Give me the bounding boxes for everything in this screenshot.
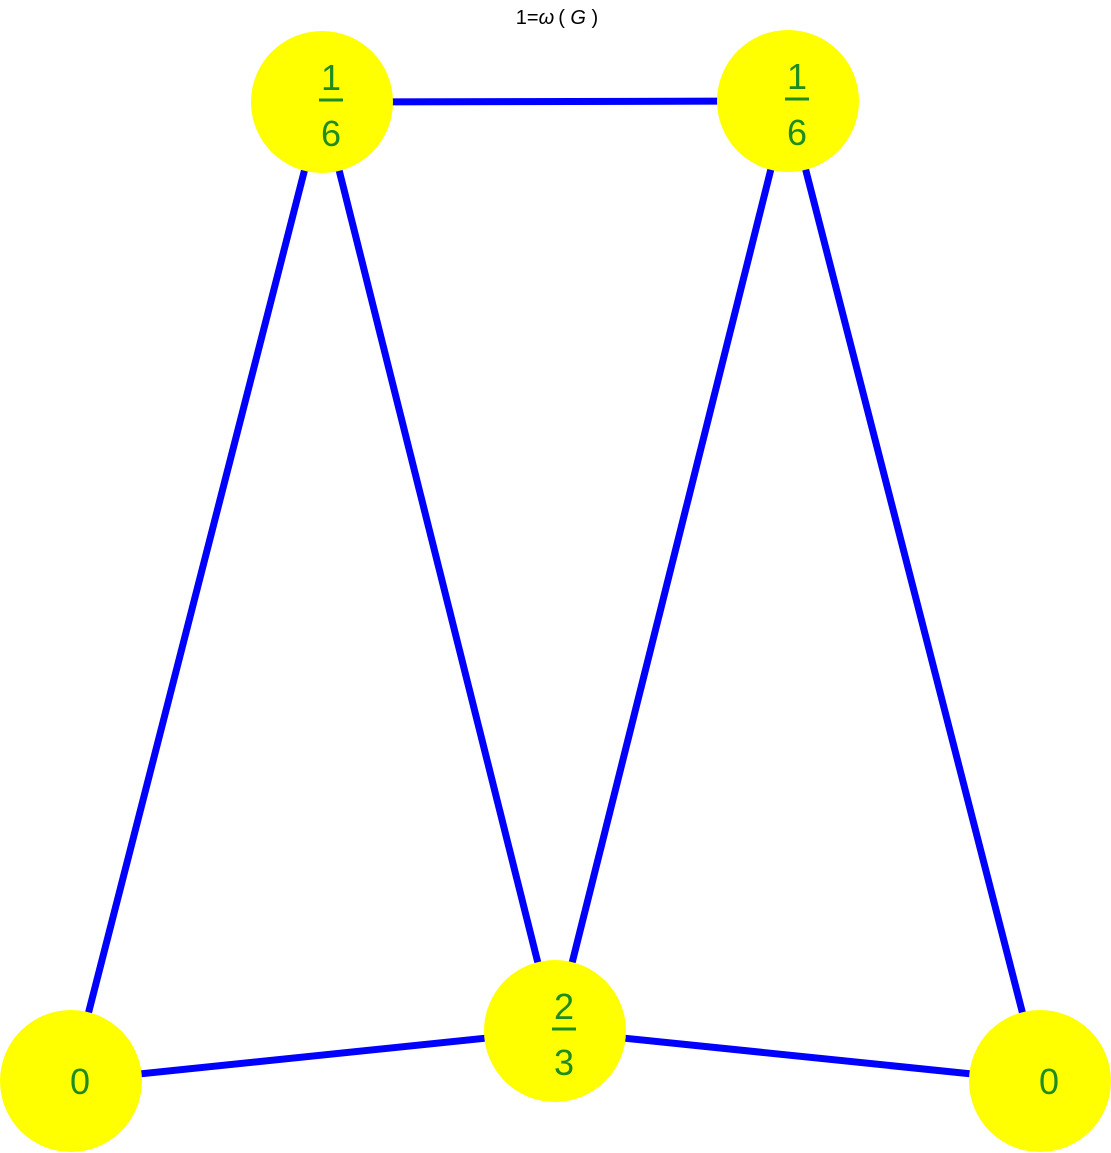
edge-top-left-bottom-left (67, 101, 326, 1082)
node-circle (0, 1010, 142, 1152)
title-part-close-paren: ) (586, 7, 598, 29)
title-part-graph-symbol: G (570, 7, 586, 29)
node-circle (484, 960, 626, 1102)
node-label-value: 0 (70, 1061, 90, 1102)
node-label-numerator: 2 (554, 986, 574, 1027)
edge-top-right-bottom-right (784, 100, 1044, 1082)
node-circle (717, 30, 859, 172)
title-part-omega: ω (539, 7, 555, 29)
edge-bottom-left-bottom-center (70, 1027, 556, 1085)
node-circle (969, 1010, 1111, 1152)
node-label-numerator: 1 (787, 56, 807, 97)
node-label-value: 0 (1039, 1061, 1059, 1102)
edge-bottom-center-bottom-right (554, 1027, 1041, 1085)
edge-top-left-bottom-center (318, 101, 559, 1032)
node-bottom-center: 23 (484, 960, 626, 1102)
node-label-denominator: 6 (787, 112, 807, 153)
graph-title: 1=ω( G ) (516, 7, 598, 29)
title-part-open-paren: ( (558, 7, 570, 29)
node-top-left: 16 (251, 31, 393, 173)
node-label-numerator: 1 (321, 57, 341, 98)
node-bottom-left: 0 (0, 1010, 142, 1152)
node-label-denominator: 6 (321, 113, 341, 154)
edges-layer (67, 97, 1044, 1085)
node-bottom-right: 0 (969, 1010, 1111, 1152)
node-label-denominator: 3 (554, 1042, 574, 1083)
edge-top-left-top-right (321, 97, 789, 106)
node-circle (251, 31, 393, 173)
edge-top-right-bottom-center (551, 100, 792, 1032)
node-top-right: 16 (717, 30, 859, 172)
title-part-lhs: 1= (516, 7, 539, 29)
